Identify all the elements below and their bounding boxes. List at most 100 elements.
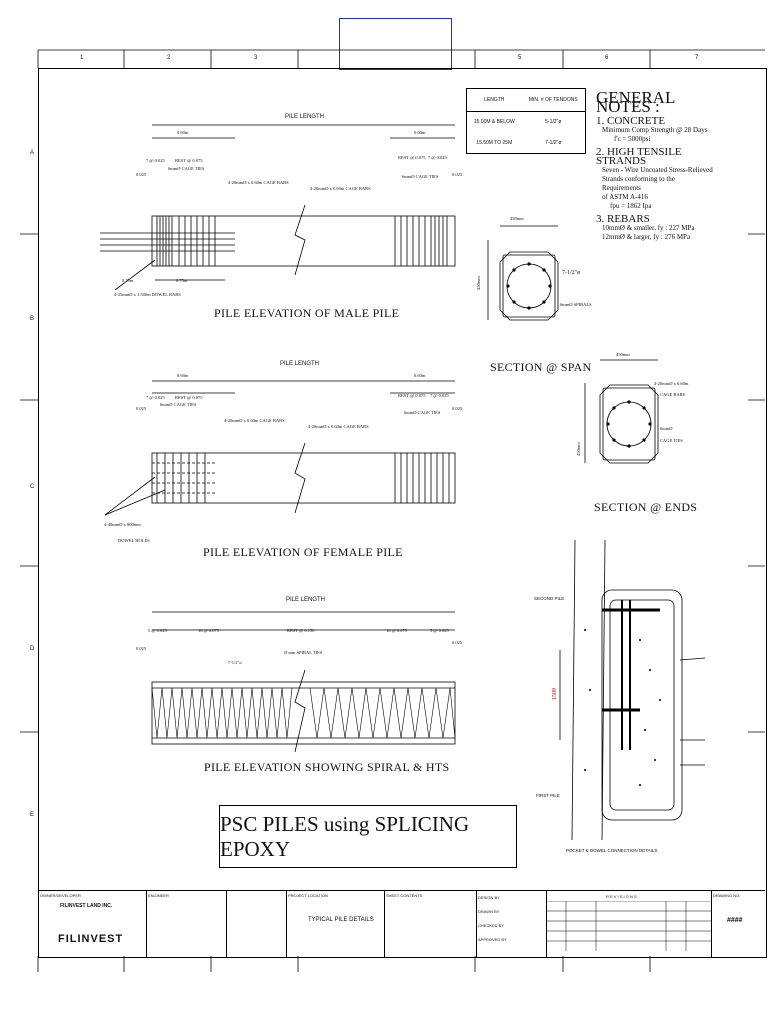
female-dim-right: 0.60m [414, 373, 426, 378]
spiral-s2: 16 @ 0.075 [198, 628, 220, 633]
male-cage-right: 4-20mmØ x 0.60m CAGE BARS [310, 186, 371, 191]
tendon-table-header: LENGTH MIN. # OF TENDONS [466, 88, 586, 112]
male-bot-b: 0.75m [176, 278, 188, 283]
drawing-no-label: DRAWING NO. [713, 893, 741, 898]
male-pile-length-label: PILE LENGTH [285, 114, 325, 120]
company-name: FILINVEST LAND INC. [60, 903, 113, 909]
grid-col-5: 5 [518, 55, 522, 61]
connection-heading: POCKET & DOWEL CONNECTION DETAILS [566, 848, 658, 853]
approved-by-label: APPROVED BY [478, 937, 507, 942]
concrete-speckle [584, 629, 661, 786]
male-dowel-label: 4-25mmØ x 1.500m DOWEL BARS [114, 292, 181, 297]
grid-row-d: D [30, 646, 35, 652]
note-2-line-1: Seven - Wire Uncoated Stress-Relieved [602, 166, 713, 174]
female-dowel-label: 4-40mmØ x 800mm [104, 522, 141, 527]
spiral-s1: 5 @ 0.025 [148, 628, 167, 633]
table-row: 15.00M & BELOW 5-1/2"ø [467, 111, 586, 132]
note-1-title: 1. CONCRETE [596, 115, 666, 127]
note-2-line-2: Strands conforming to the Requirements [602, 175, 675, 192]
spiral-s3: REST @ 0.150 [287, 628, 315, 633]
spiral-s4: 16 @ 0.075 [386, 628, 408, 633]
section-ends-drawing [584, 359, 659, 464]
revisions-grid [546, 901, 711, 951]
connection-detail-drawing [559, 540, 706, 840]
psc-title-box: PSC PILES using SPLICING EPOXY [219, 805, 517, 868]
checked-by-label: CHECKED BY [478, 923, 505, 928]
grid-row-a: A [30, 150, 35, 156]
section-ends-ties: 6mmØ [660, 426, 673, 431]
revisions-cell: R E V I S I O N S [546, 891, 712, 957]
sheet-contents-cell: SHEET CONTENTS [384, 891, 477, 957]
table-row: 15.50M TO 25M 7-1/2"ø [467, 132, 586, 153]
tendon-cell: 7-1/2"ø [545, 139, 562, 146]
note-3-line-2: 12mmØ & larger, fy : 276 MPa [602, 233, 691, 241]
male-edge-left: 0.025 [136, 172, 147, 177]
general-notes-title: GENERAL NOTES : [596, 88, 675, 116]
spiral-strand-label: 7-1/2"ø [228, 660, 242, 665]
drawing-sheet-border [38, 68, 767, 958]
male-pile-drawing [100, 124, 456, 291]
female-spacing-a: 7 @ 0.025 [146, 395, 165, 400]
engineer-cell: ENGINEER [146, 891, 227, 957]
male-ties-right: 6mmØ CAGE TIES [402, 174, 439, 179]
section-span-strand: 7-1/2"ø [562, 270, 581, 276]
male-spacing-a: 7 @ 0.025 [146, 158, 165, 163]
grid-row-b: B [30, 316, 35, 322]
owner-label: OWNER/DEVELOPER [40, 893, 81, 898]
section-ends-dim-side: 450mm [576, 442, 581, 456]
connection-second-pile: SECOND PILE [534, 596, 565, 601]
signoff-cell: DESIGN BY DRAWN BY CHECKED BY APPROVED B… [476, 891, 547, 957]
grid-row-e: E [30, 812, 35, 818]
connection-dim: 1500 [552, 688, 558, 700]
female-edge-right: 0.025 [452, 406, 463, 411]
notes-cell [226, 891, 287, 957]
title-block: OWNER/DEVELOPER FILINVEST LAND INC. FILI… [38, 890, 765, 957]
note-3-title: 3. REBARS [596, 213, 650, 225]
female-dim-left: 0.60m [177, 373, 189, 378]
female-rest-right: REST @ 0.075 [398, 393, 426, 398]
tendon-header-length: LENGTH [466, 88, 522, 112]
section-span-heading: SECTION @ SPAN [490, 360, 592, 374]
spiral-pile-drawing [151, 611, 456, 753]
note-2-line-4: fpu = 1862 Ipa [610, 202, 652, 210]
drawn-by-label: DRAWN BY [478, 909, 500, 914]
tendon-cell: 5-1/2"ø [545, 118, 562, 125]
spiral-pile-length-label: PILE LENGTH [286, 597, 326, 603]
connection-first-pile: FIRST PILE [536, 793, 560, 798]
male-rest-left: REST @ 0.075 [175, 158, 203, 163]
owner-cell: OWNER/DEVELOPER FILINVEST LAND INC. FILI… [38, 891, 147, 957]
female-rest-left: REST @ 0.075 [175, 395, 203, 400]
note-1-line-1: Minimum Comp Strength @ 28 Days [602, 126, 708, 134]
company-logo: FILINVEST [58, 933, 124, 945]
female-spacing-b: 7 @ 0.025 [430, 393, 449, 398]
spiral-pile-heading: PILE ELEVATION SHOWING SPIRAL & HTS [204, 760, 450, 774]
section-ends-cage: 4-20mmØ x 0.60m [654, 381, 689, 386]
section-ends-heading: SECTION @ ENDS [594, 500, 698, 514]
male-cage-left: 4-20mmØ x 0.60m CAGE BARS [228, 180, 289, 185]
male-bot-a: 0.75m [122, 278, 134, 283]
section-ends-dim-top: 450mm [616, 352, 630, 357]
spiral-zigzag [151, 687, 456, 739]
revisions-label: R E V I S I O N S [606, 894, 637, 899]
grid-col-1: 1 [80, 55, 84, 61]
grid-col-6: 6 [605, 55, 609, 61]
title-frame-box [339, 18, 452, 70]
note-1-line-2: f'c = 5000psi [614, 135, 651, 143]
tendon-table: LENGTH MIN. # OF TENDONS 15.00M & BELOW … [466, 88, 586, 154]
tendon-cell: 15.50M TO 25M [476, 139, 513, 146]
section-span-spirals: 6mmØ SPIRALS [560, 302, 592, 307]
section-span-drawing [487, 225, 559, 321]
male-spacing-b: 7 @ 0.025 [428, 155, 447, 160]
note-3-line-1: 10mmØ & smaller, fy : 227 MPa [602, 224, 695, 232]
project-label: PROJECT LOCATION [288, 893, 328, 898]
psc-title: PSC PILES using SPLICING EPOXY [220, 811, 470, 861]
grid-col-7: 7 [695, 55, 699, 61]
male-dim-right: 0.60m [414, 130, 426, 135]
male-rest-right: REST @ 0.075 [398, 155, 426, 160]
design-by-label: DESIGN BY [478, 895, 500, 900]
tendon-cell: 15.00M & BELOW [473, 118, 515, 125]
male-pile-heading: PILE ELEVATION OF MALE PILE [214, 306, 400, 320]
female-pile-drawing [104, 380, 456, 516]
female-ties-left: 6mmØ CAGE TIES [160, 402, 197, 407]
